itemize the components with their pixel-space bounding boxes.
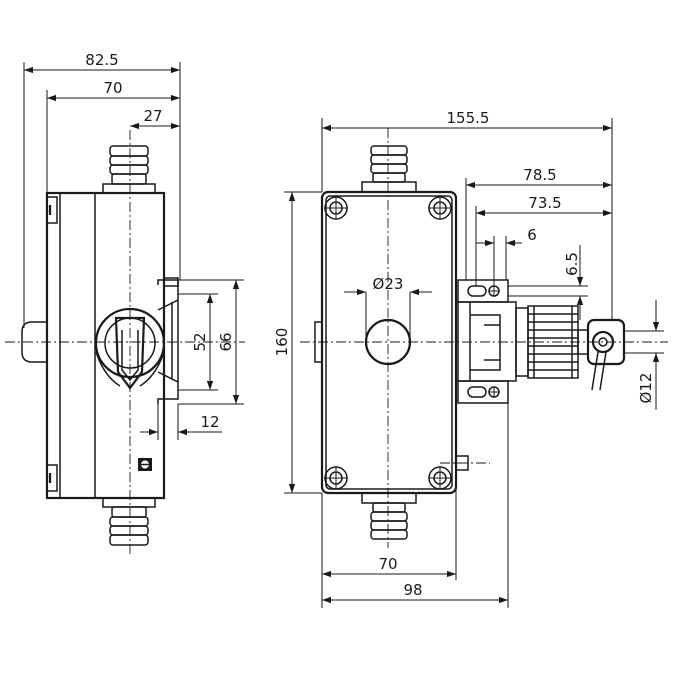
bottom-clip bbox=[46, 464, 58, 492]
dim-base-total: 98 bbox=[403, 581, 422, 599]
front-knob-stub bbox=[314, 321, 323, 363]
dim-hole-spacing-inner: 52 bbox=[191, 332, 209, 351]
screw-top-left bbox=[324, 196, 348, 220]
dim-slot-width: 6 bbox=[527, 226, 537, 244]
dim-base-width: 70 bbox=[378, 555, 397, 573]
slot-upper bbox=[467, 285, 500, 297]
dim-to-spring: 73.5 bbox=[528, 194, 561, 212]
slot-lower bbox=[467, 386, 500, 398]
top-cable-gland bbox=[102, 145, 156, 194]
front-top-gland bbox=[361, 145, 417, 193]
screw-bottom-left bbox=[324, 466, 348, 490]
side-knob bbox=[21, 321, 47, 363]
dim-hole-spacing-outer: 66 bbox=[217, 332, 235, 351]
front-view: 155.5 78.5 73.5 6 6.5 Ø23 160 bbox=[273, 109, 668, 608]
dim-gland-offset: 27 bbox=[143, 107, 162, 125]
dim-bracket-offset: 12 bbox=[200, 413, 219, 431]
ground-screw bbox=[440, 455, 490, 471]
dim-height: 160 bbox=[273, 328, 291, 357]
side-view: 82.5 70 27 52 66 12 bbox=[5, 51, 245, 555]
screw-bottom-right bbox=[428, 466, 452, 490]
front-bottom-gland bbox=[361, 492, 417, 540]
side-lever-mechanism bbox=[94, 307, 166, 390]
side-screw-symbol bbox=[138, 458, 152, 471]
front-housing bbox=[320, 190, 458, 495]
top-clip bbox=[46, 196, 58, 224]
dim-overall-width: 82.5 bbox=[85, 51, 118, 69]
dim-body-width: 70 bbox=[103, 79, 122, 97]
spring bbox=[527, 305, 579, 379]
dim-overall-length: 155.5 bbox=[447, 109, 490, 127]
dim-slot-height: 6.5 bbox=[563, 252, 581, 276]
dim-button-dia: Ø23 bbox=[373, 275, 404, 293]
eyelet bbox=[577, 318, 626, 391]
tension-bracket bbox=[457, 279, 529, 404]
bottom-cable-gland bbox=[102, 497, 156, 546]
screw-top-right bbox=[428, 196, 452, 220]
dim-eyelet-dia: Ø12 bbox=[637, 373, 655, 404]
dim-to-eyelet: 78.5 bbox=[523, 166, 556, 184]
side-bracket bbox=[157, 277, 179, 404]
